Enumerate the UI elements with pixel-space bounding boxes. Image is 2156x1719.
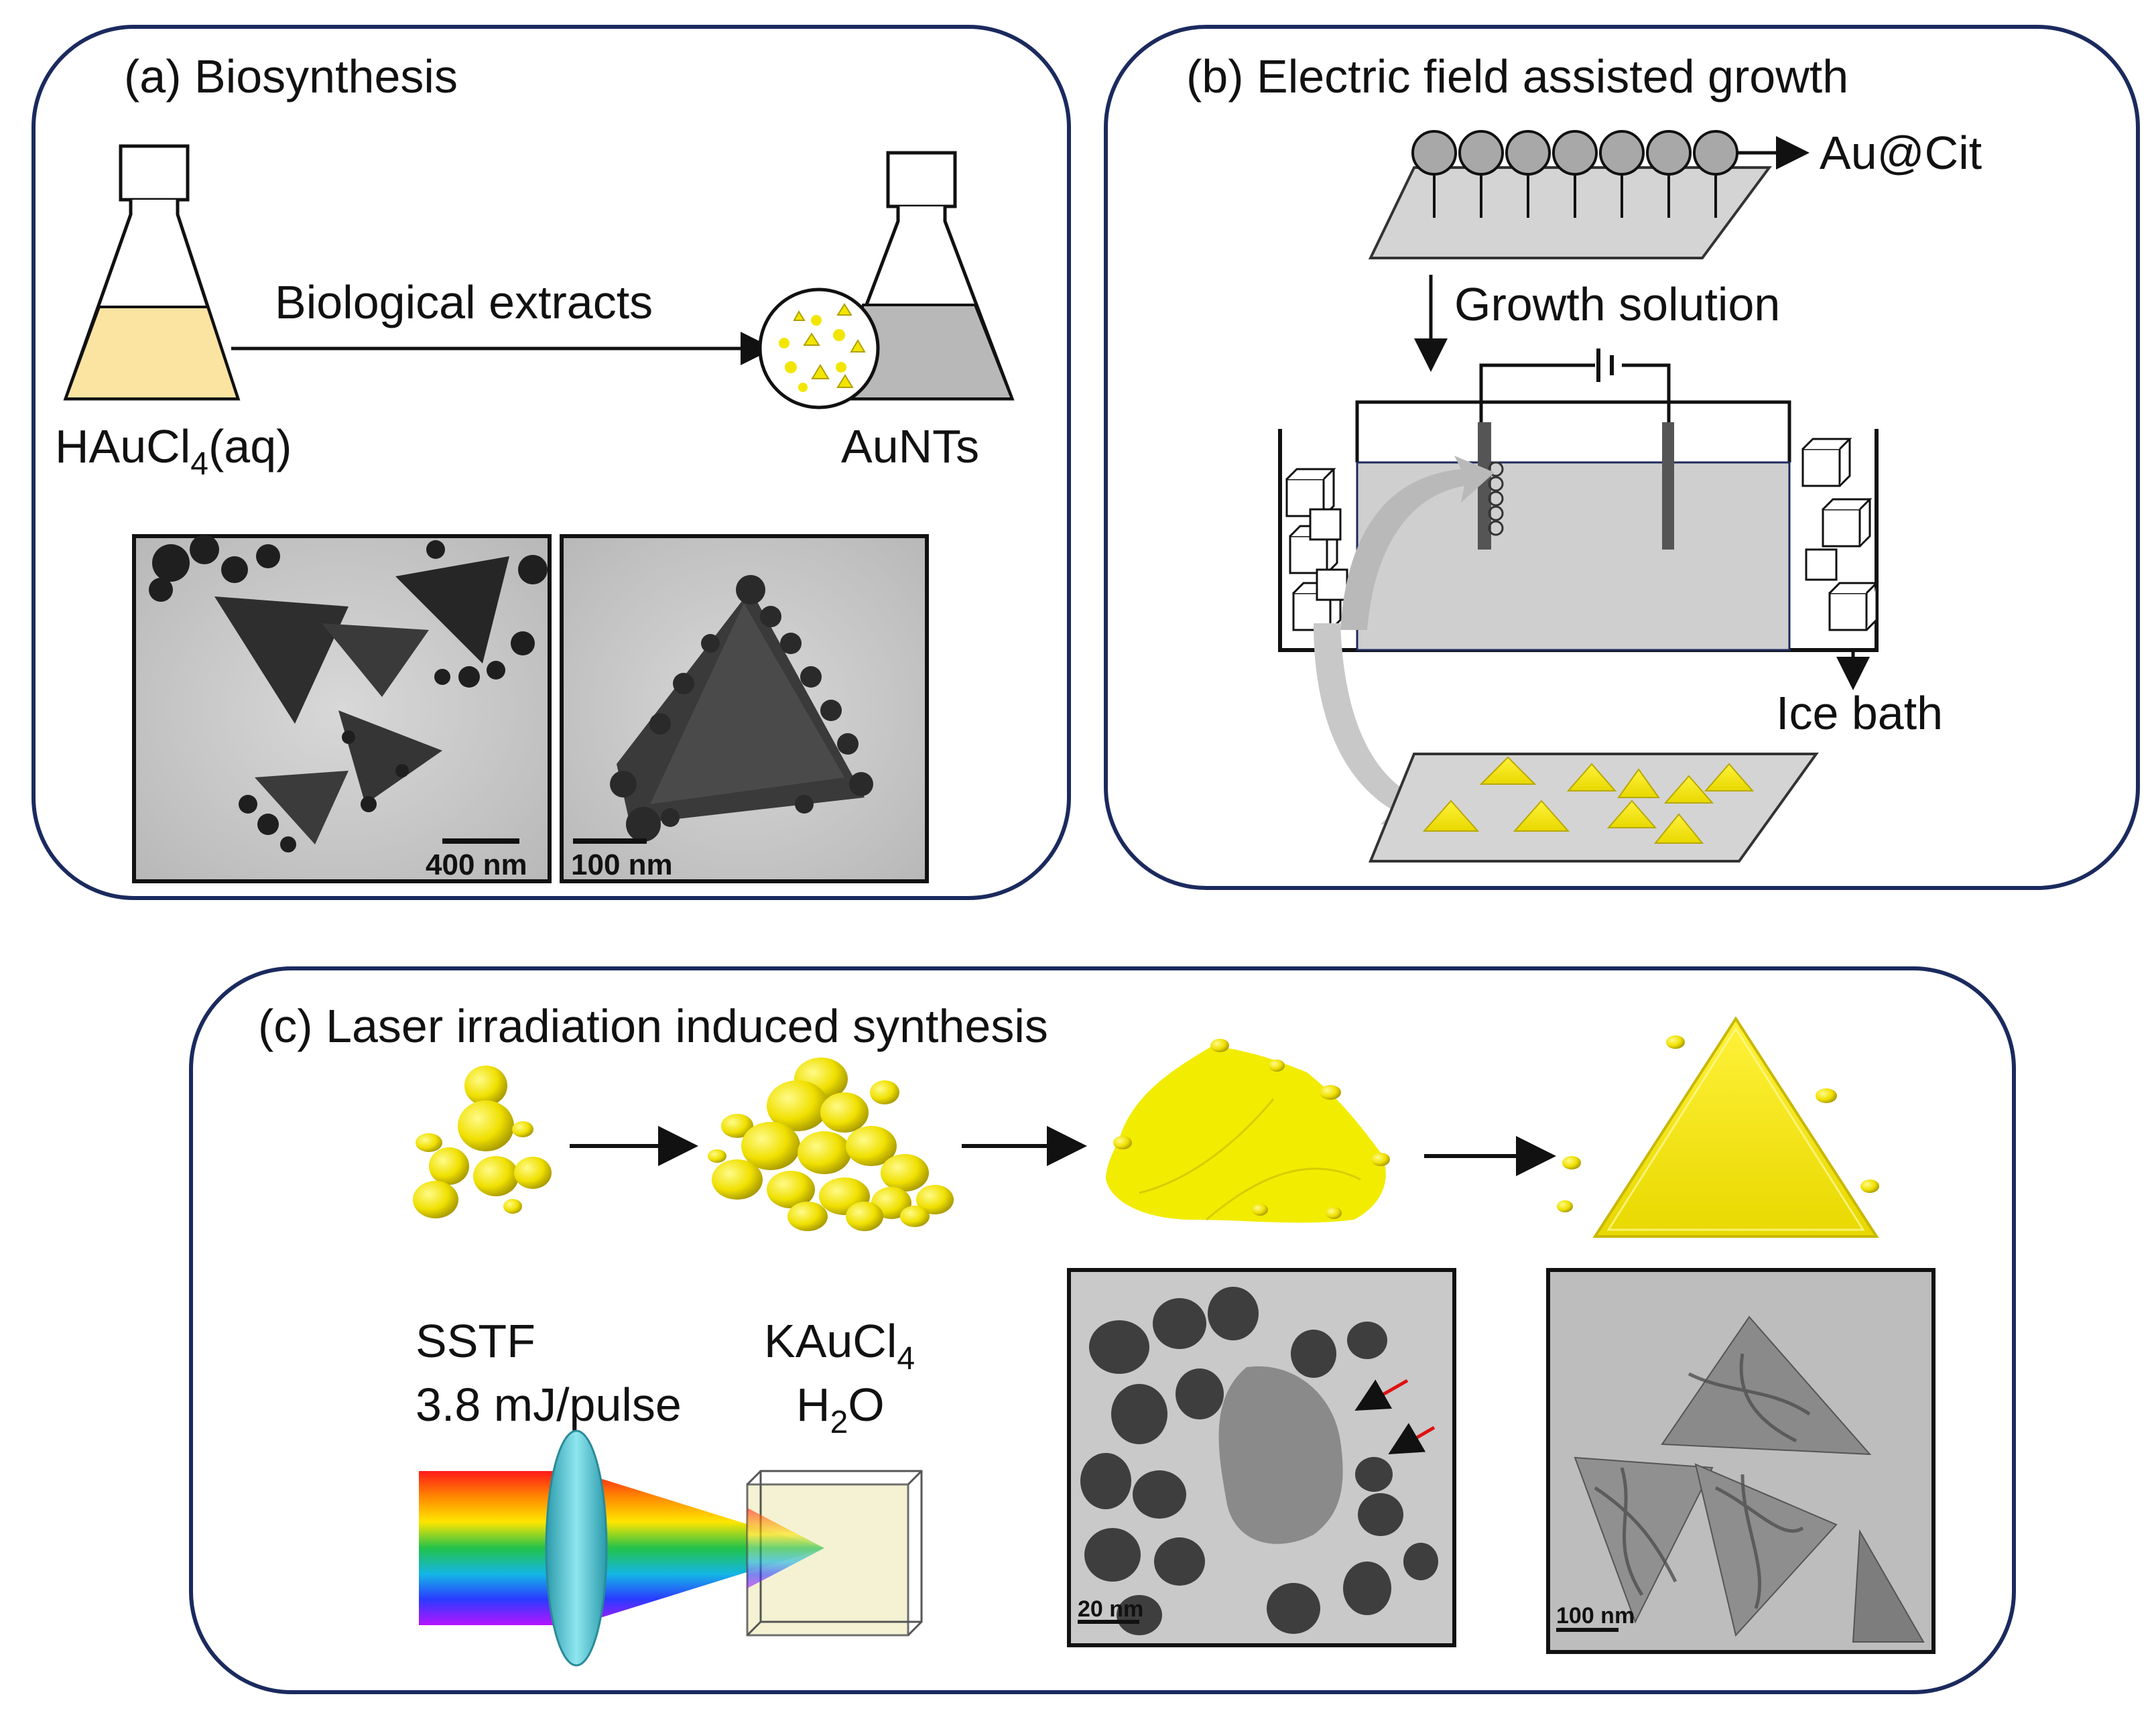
stage1-nanoparticles bbox=[413, 1066, 552, 1218]
stage3-fusion bbox=[1106, 1039, 1390, 1223]
arrow-label: Biological extracts bbox=[275, 276, 653, 328]
flask-left-icon bbox=[63, 144, 241, 401]
panel-a-title: (a) Biosynthesis bbox=[124, 50, 458, 103]
panel-a: (a) Biosynthesis HAuCl4(aq) Biological e… bbox=[31, 25, 1071, 900]
panel-b-title: (b) Electric field assisted growth bbox=[1186, 50, 1848, 103]
precursor-label: KAuCl4 bbox=[764, 1315, 915, 1377]
beam-in-cuvette bbox=[747, 1508, 824, 1588]
nanoparticle-inset bbox=[758, 288, 880, 409]
focused-beam bbox=[576, 1471, 824, 1625]
pulse-label: 3.8 mJ/pulse bbox=[416, 1379, 682, 1431]
end-label: AuNTs bbox=[841, 420, 979, 472]
working-electrode bbox=[1478, 422, 1491, 550]
scale-bar-a1: 400 nm bbox=[426, 848, 527, 881]
nanotriangles-on-substrate bbox=[1422, 756, 1755, 844]
solvent-label: H2O bbox=[796, 1379, 885, 1440]
counter-electrode bbox=[1662, 422, 1674, 550]
panel-b-frame bbox=[1104, 25, 2140, 890]
stage2-aggregation bbox=[708, 1058, 954, 1231]
tem-image-a2: 100 nm bbox=[560, 534, 929, 883]
panel-c: (c) Laser irradiation induced synthesis bbox=[189, 966, 2016, 1694]
ice-cubes-right bbox=[1801, 438, 1879, 631]
focusing-lens-icon bbox=[545, 1429, 608, 1667]
start-label: HAuCl4(aq) bbox=[55, 420, 292, 482]
tem-image-c1: 20 nm bbox=[1067, 1268, 1456, 1647]
bath-label: Ice bath bbox=[1776, 687, 1943, 739]
stage4-nanotriangle bbox=[1557, 1016, 1879, 1238]
seed-particles bbox=[1411, 130, 1738, 218]
panel-c-title: (c) Laser irradiation induced synthesis bbox=[258, 1000, 1048, 1052]
scale-bar-c1: 20 nm bbox=[1078, 1596, 1143, 1622]
transfer-arrow-bottom bbox=[1314, 623, 1434, 828]
transfer-arrow-top bbox=[1340, 456, 1495, 630]
electrode-seeds bbox=[1488, 461, 1504, 536]
seed-label: Au@Cit bbox=[1820, 127, 1982, 179]
laser-label: SSTF bbox=[416, 1315, 535, 1367]
tem-image-c2: 100 nm bbox=[1546, 1268, 1936, 1654]
scale-bar-a2: 100 nm bbox=[571, 848, 673, 881]
product-substrate bbox=[1369, 753, 1819, 863]
seed-substrate bbox=[1368, 166, 1772, 259]
growth-label: Growth solution bbox=[1454, 278, 1780, 330]
scale-bar-c2: 100 nm bbox=[1556, 1603, 1635, 1629]
tem-image-a1: 400 nm bbox=[132, 534, 552, 883]
panel-b: (b) Electric field assisted growth Au@Ci… bbox=[1104, 25, 2140, 890]
